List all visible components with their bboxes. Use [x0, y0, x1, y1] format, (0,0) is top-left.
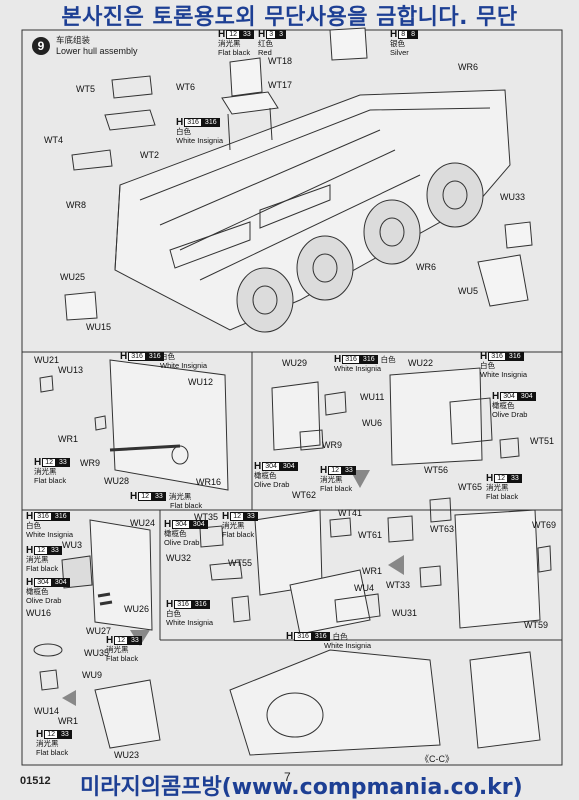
part-label: WU14 [34, 706, 60, 716]
part-label: WU9 [82, 670, 102, 680]
part-label: WU3 [62, 540, 82, 550]
watermark-banner-top: 본사진은 토론용도외 무단사용을 금합니다. 무단 [61, 5, 518, 30]
paint-white-text: 白色 White Insignia [160, 352, 208, 370]
part-label: WR1 [58, 716, 78, 726]
part-label: WU33 [500, 192, 526, 202]
part-label: WU29 [282, 358, 308, 368]
part-label: WT41 [338, 508, 363, 518]
page-number: 7 [284, 770, 291, 784]
step-header: 9 车底组装 Lower hull assembly [32, 35, 138, 57]
part-label: WR1 [58, 434, 78, 444]
part-label: WU27 [86, 626, 112, 636]
part-label: WT56 [424, 465, 449, 475]
part-label: WT63 [430, 524, 455, 534]
wheel-set [236, 162, 484, 333]
part-label: WT4 [44, 135, 63, 145]
part-label: WU32 [166, 553, 192, 563]
lower-hull-illustration [114, 89, 511, 331]
part-label: WT33 [386, 580, 411, 590]
part-label: WR8 [66, 200, 86, 210]
part-label: WU23 [114, 750, 140, 760]
step-title-cn: 车底组装 [56, 35, 91, 45]
arrow-icon [62, 690, 76, 706]
part-label: WT2 [140, 150, 159, 160]
part-wu25-shape [64, 291, 98, 321]
step-number: 9 [32, 37, 50, 55]
part-label: WU26 [124, 604, 150, 614]
arrow-icon [388, 555, 404, 575]
part-label: WR9 [80, 458, 100, 468]
part-label: WT5 [76, 84, 95, 94]
section-label: 《C-C》 [420, 754, 454, 764]
part-label: WU11 [360, 392, 385, 402]
part-label: WT18 [268, 56, 293, 66]
part-label: WT69 [532, 520, 557, 530]
part-label: WR16 [196, 477, 222, 487]
page-frame [21, 29, 563, 766]
part-label: WT62 [292, 490, 317, 500]
part-label: WT17 [268, 80, 293, 90]
part-label: WT65 [458, 482, 483, 492]
watermark-banner-bottom: 미라지의콤프방(www.compmania.co.kr) [80, 775, 523, 800]
panel-wu29-shape [271, 381, 321, 451]
part-label: WR6 [416, 262, 436, 272]
part-label: WU25 [60, 272, 86, 282]
part-label: WU21 [34, 355, 60, 365]
part-label: WU15 [86, 322, 112, 332]
part-label: WR9 [322, 440, 342, 450]
part-label: WU16 [26, 608, 52, 618]
part-label: WT59 [524, 620, 549, 630]
panel-wu22-shape [389, 367, 483, 466]
part-label: WT61 [358, 530, 383, 540]
seat-parts [71, 27, 368, 171]
part-label: WT6 [176, 82, 195, 92]
part-label: WR1 [362, 566, 382, 576]
part-label: WT35 [194, 512, 219, 522]
part-label: WU6 [362, 418, 382, 428]
part-label: WU28 [104, 476, 130, 486]
catalog-number: 01512 [20, 775, 51, 787]
part-label: WU13 [58, 365, 84, 375]
step-title-en: Lower hull assembly [56, 46, 138, 56]
part-label: WU12 [188, 377, 214, 387]
part-label: WU5 [458, 286, 478, 296]
part-label: WU35 [84, 648, 110, 658]
part-label: WT55 [228, 558, 253, 568]
part-label: WR6 [458, 62, 478, 72]
part-wu33-shape [504, 221, 533, 249]
part-label: WU4 [354, 583, 374, 593]
part-label: WU31 [392, 608, 418, 618]
part-label: WT51 [530, 436, 555, 446]
part-wu5-shape [477, 254, 529, 307]
part-label: WU24 [130, 518, 156, 528]
part-label: WU22 [408, 358, 434, 368]
section-cc-shape [229, 649, 441, 756]
panel-wu12-shape [109, 359, 229, 491]
